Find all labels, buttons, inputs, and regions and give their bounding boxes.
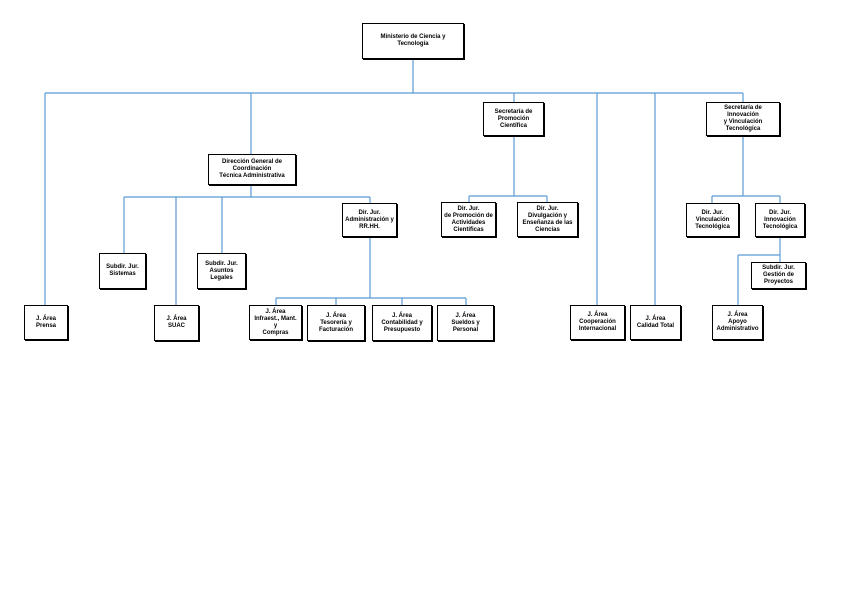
node-subdir-asuntos-legales[interactable]: Subdir. Jur. Asuntos Legales [197,253,246,289]
node-jarea-cooperacion[interactable]: J. Área Cooperación Internacional [570,305,625,340]
node-secretaria-innovacion[interactable]: Secretaría de Innovación y Vinculación T… [706,102,780,136]
node-subdir-gestion-proyectos[interactable]: Subdir. Jur. Gestión de Proyectos [751,262,806,289]
node-jarea-tesoreria[interactable]: J. Área Tesorería y Facturación [307,305,365,341]
node-secretaria-promocion[interactable]: Secretaría de Promoción Científica [483,102,544,136]
node-ministerio[interactable]: Ministerio de Ciencia y Tecnología [362,23,464,59]
node-subdir-sistemas[interactable]: Subdir. Jur. Sistemas [99,253,146,289]
node-dir-admin-rrhh[interactable]: Dir. Jur. Administración y RR.HH. [342,203,397,237]
node-jarea-prensa[interactable]: J. Área Prensa [24,305,68,340]
node-dir-innovacion[interactable]: Dir. Jur. Innovación Tecnológica [755,203,805,237]
node-dir-vinculacion[interactable]: Dir. Jur. Vinculación Tecnológica [686,203,739,237]
node-jarea-suac[interactable]: J. Área SUAC [154,305,199,341]
node-dir-promocion-actividades[interactable]: Dir. Jur. de Promoción de Actividades Ci… [441,202,496,237]
node-direccion-general[interactable]: Dirección General de Coordinación Técnic… [208,154,296,185]
node-dir-divulgacion[interactable]: Dir. Jur. Divulgación y Enseñanza de las… [517,202,578,237]
node-jarea-calidad[interactable]: J. Área Calidad Total [630,305,681,340]
node-jarea-contabilidad[interactable]: J. Área Contabilidad y Presupuesto [372,305,432,341]
node-jarea-infraest[interactable]: J. Área Infraest., Mant. y Compras [249,305,302,340]
node-jarea-apoyo[interactable]: J. Área Apoyo Administrativo [712,305,763,340]
node-jarea-sueldos[interactable]: J. Área Sueldos y Personal [437,305,494,341]
